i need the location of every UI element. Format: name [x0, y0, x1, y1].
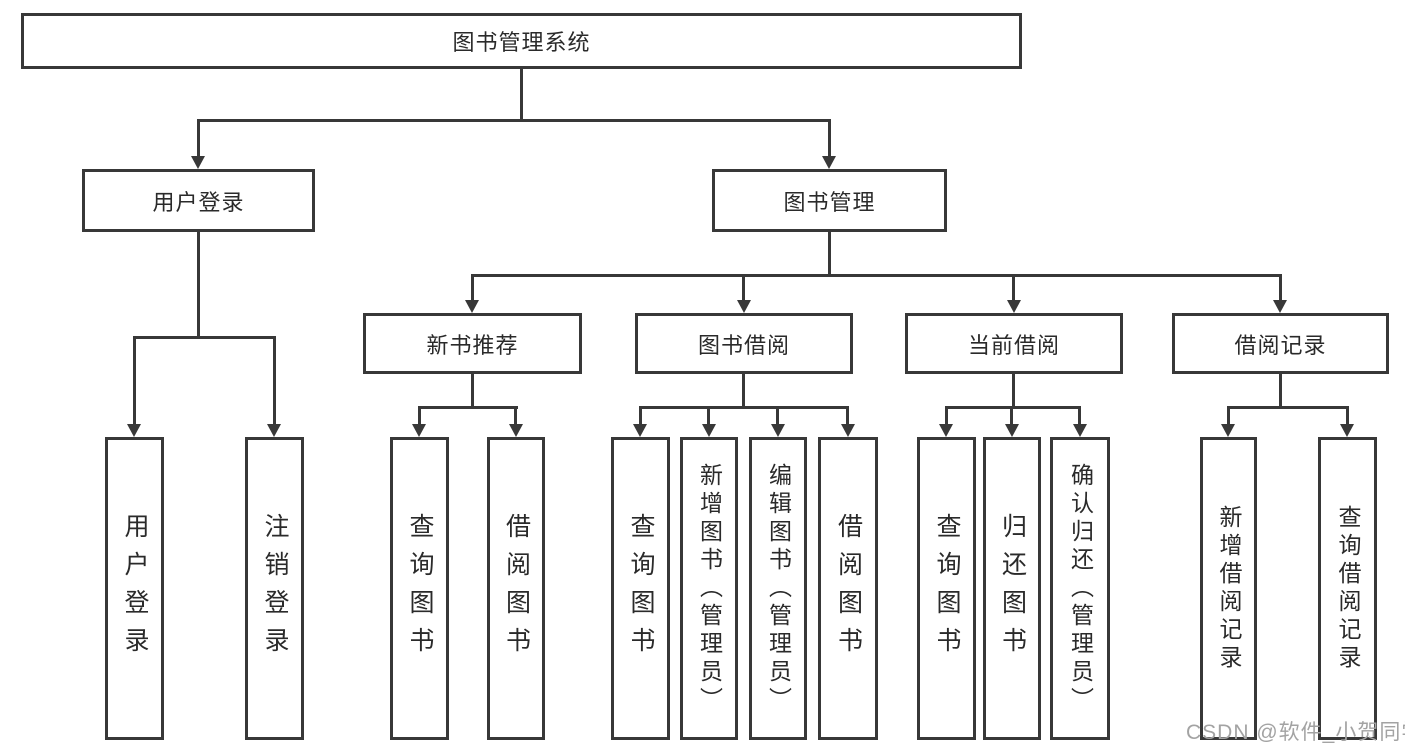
arrow-down-icon	[127, 424, 141, 437]
node-borrow-record-label: 借阅记录	[1234, 332, 1327, 358]
node-book-borrow: 图书借阅	[635, 313, 853, 374]
connector-line	[471, 274, 474, 300]
connector-line	[945, 406, 948, 424]
csdn-watermark: CSDN @软件_小贺同学	[1186, 721, 1405, 744]
connector-line	[1078, 406, 1081, 424]
connector-line	[639, 406, 642, 424]
connector-line	[945, 406, 1081, 409]
connector-line	[197, 119, 831, 122]
node-root-label: 图书管理系统	[452, 30, 591, 55]
connector-line	[1227, 406, 1349, 409]
node-book-borrow-label: 图书借阅	[697, 332, 790, 358]
arrow-down-icon	[1340, 424, 1354, 437]
connector-line	[1012, 374, 1015, 408]
arrow-down-icon	[191, 156, 205, 169]
node-new-book-recommend: 新书推荐	[363, 313, 582, 374]
leaf-borrow-book-label: 借阅图书	[834, 512, 863, 665]
leaf-query-book-borrow: 查询图书	[611, 437, 670, 740]
connector-line	[471, 274, 1282, 277]
connector-line	[776, 406, 779, 424]
arrow-down-icon	[841, 424, 855, 437]
leaf-user-login-label: 用户登录	[121, 512, 149, 665]
node-book-management: 图书管理	[712, 169, 947, 232]
leaf-logout: 注销登录	[245, 437, 304, 740]
leaf-edit-book-admin-label: 编辑图书（管理员）	[765, 462, 792, 715]
arrow-down-icon	[1005, 424, 1019, 437]
connector-line	[639, 406, 849, 409]
arrow-down-icon	[737, 300, 751, 313]
arrow-down-icon	[267, 424, 281, 437]
arrow-down-icon	[1073, 424, 1087, 437]
leaf-return-book-label: 归还图书	[998, 512, 1027, 665]
leaf-add-book-admin: 新增图书（管理员）	[680, 437, 738, 740]
leaf-confirm-return-admin-label: 确认归还（管理员）	[1067, 462, 1094, 715]
leaf-query-book-current: 查询图书	[917, 437, 976, 740]
leaf-borrow-book-newbook-label: 借阅图书	[502, 512, 531, 665]
node-user-login: 用户登录	[82, 169, 315, 232]
connector-line	[1012, 274, 1015, 300]
leaf-edit-book-admin: 编辑图书（管理员）	[749, 437, 807, 740]
leaf-add-book-admin-label: 新增图书（管理员）	[696, 462, 723, 715]
node-new-book-recommend-label: 新书推荐	[426, 332, 519, 358]
node-user-login-label: 用户登录	[152, 189, 245, 215]
connector-line	[197, 232, 200, 338]
arrow-down-icon	[1273, 300, 1287, 313]
leaf-logout-label: 注销登录	[261, 512, 289, 665]
connector-line	[742, 374, 745, 408]
connector-line	[133, 336, 136, 424]
arrow-down-icon	[412, 424, 426, 437]
connector-line	[742, 274, 745, 300]
leaf-query-book-borrow-label: 查询图书	[627, 512, 655, 665]
arrow-down-icon	[633, 424, 647, 437]
connector-line	[197, 119, 200, 156]
connector-line	[514, 406, 517, 424]
arrow-down-icon	[822, 156, 836, 169]
leaf-return-book: 归还图书	[983, 437, 1041, 740]
arrow-down-icon	[509, 424, 523, 437]
arrow-down-icon	[771, 424, 785, 437]
connector-line	[1279, 274, 1282, 300]
leaf-query-borrow-record: 查询借阅记录	[1318, 437, 1377, 740]
connector-line	[1227, 406, 1230, 424]
connector-line	[1279, 374, 1282, 408]
connector-line	[828, 119, 831, 156]
connector-line	[707, 406, 710, 424]
leaf-user-login: 用户登录	[105, 437, 164, 740]
connector-line	[846, 406, 849, 424]
connector-line	[418, 406, 421, 424]
leaf-borrow-book-newbook: 借阅图书	[487, 437, 545, 740]
connector-line	[133, 336, 276, 339]
leaf-confirm-return-admin: 确认归还（管理员）	[1050, 437, 1110, 740]
connector-line	[471, 374, 474, 408]
connector-line	[273, 336, 276, 424]
node-current-borrow-label: 当前借阅	[967, 332, 1060, 358]
connector-line	[1346, 406, 1349, 424]
leaf-add-borrow-record: 新增借阅记录	[1200, 437, 1257, 740]
leaf-query-book-newbook-label: 查询图书	[406, 512, 434, 665]
connector-line	[520, 69, 523, 121]
leaf-borrow-book: 借阅图书	[818, 437, 878, 740]
connector-line	[418, 406, 518, 409]
arrow-down-icon	[1221, 424, 1235, 437]
node-borrow-record: 借阅记录	[1172, 313, 1389, 374]
leaf-query-borrow-record-label: 查询借阅记录	[1335, 504, 1361, 673]
arrow-down-icon	[465, 300, 479, 313]
arrow-down-icon	[702, 424, 716, 437]
arrow-down-icon	[939, 424, 953, 437]
connector-line	[1010, 406, 1013, 424]
leaf-query-book-newbook: 查询图书	[390, 437, 449, 740]
node-book-management-label: 图书管理	[783, 189, 876, 215]
connector-line	[828, 232, 831, 276]
arrow-down-icon	[1007, 300, 1021, 313]
node-root: 图书管理系统	[21, 13, 1022, 69]
leaf-query-book-current-label: 查询图书	[933, 512, 961, 665]
node-current-borrow: 当前借阅	[905, 313, 1123, 374]
leaf-add-borrow-record-label: 新增借阅记录	[1216, 504, 1242, 673]
